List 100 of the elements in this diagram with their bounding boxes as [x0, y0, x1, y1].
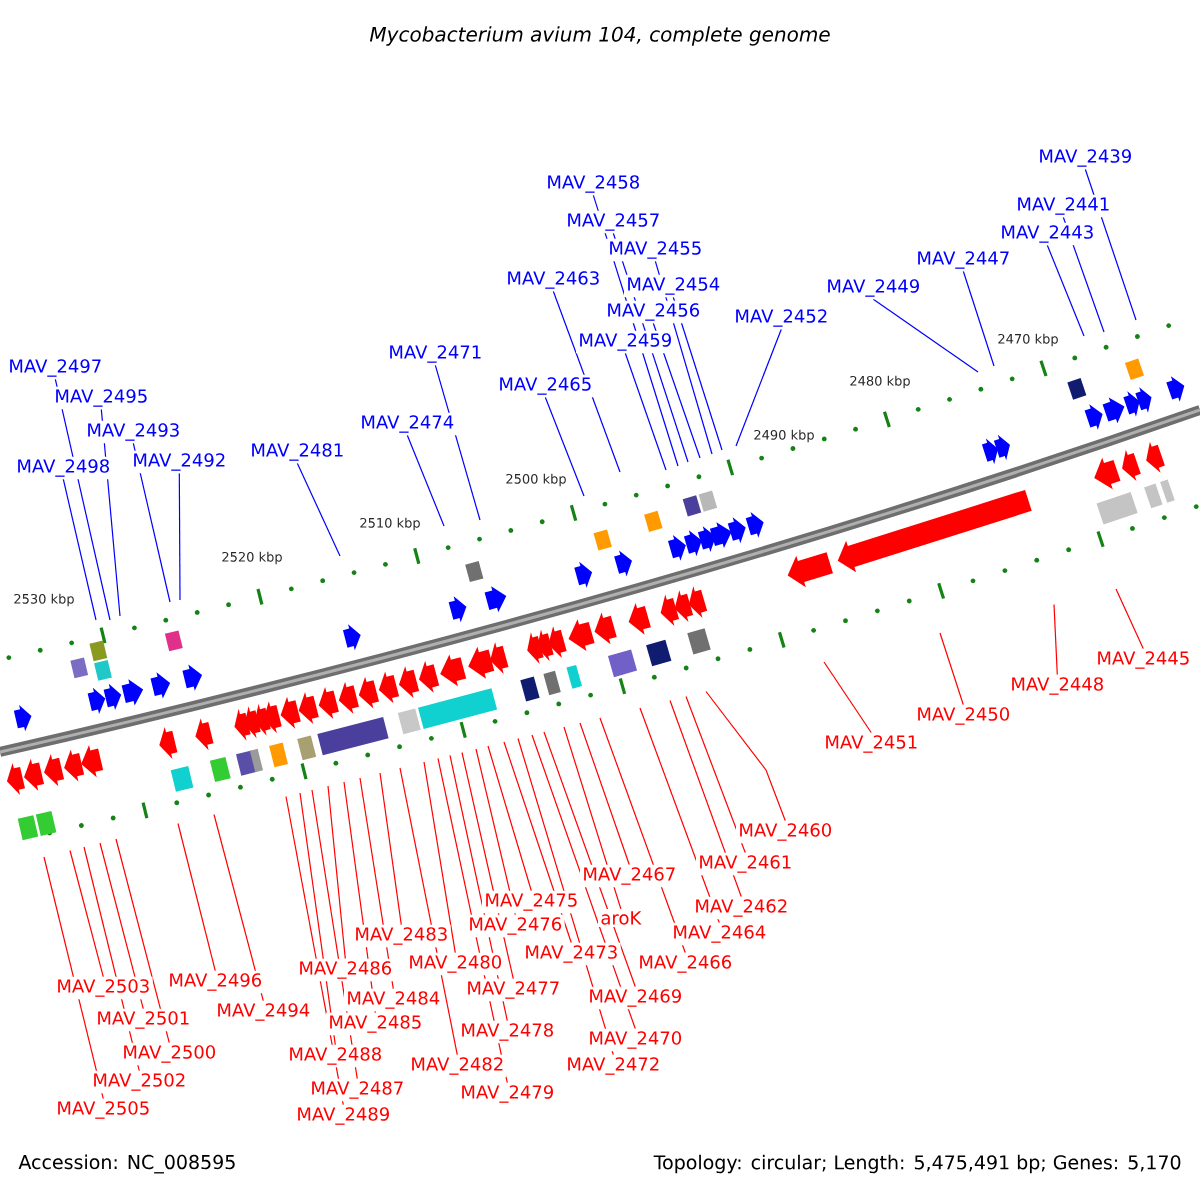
footer-text: Accession: NC_008595	[18, 1154, 235, 1174]
leader-line	[311, 789, 358, 1080]
gene-label: MAV_2495	[56, 389, 147, 407]
gene-label: MAV_2452	[736, 309, 827, 327]
leader-line	[437, 757, 508, 1084]
gene-label: MAV_2502	[94, 1073, 185, 1091]
gene-label: MAV_2505	[58, 1101, 149, 1119]
gene-label: MAV_2460	[740, 823, 832, 841]
leader-line	[503, 741, 572, 944]
leader-line	[552, 290, 621, 473]
leader-line	[487, 745, 532, 892]
leader-line	[1046, 244, 1085, 337]
gene-label: MAV_2448	[1012, 677, 1103, 695]
leader-line	[579, 722, 630, 866]
leader-line	[69, 849, 104, 978]
gene-label: MAV_2480	[410, 955, 502, 973]
gene-label: MAV_2492	[134, 453, 225, 471]
leader-line	[1062, 216, 1105, 333]
gene-label: MAV_2503	[58, 979, 149, 997]
leader-line	[178, 473, 181, 601]
leader-line	[132, 442, 171, 603]
leader-line	[54, 378, 111, 621]
leader-line	[115, 838, 170, 1044]
gene-label: MAV_2481	[252, 443, 343, 461]
leader-line	[423, 761, 456, 954]
leader-line	[735, 328, 782, 447]
gene-label: MAV_2501	[98, 1011, 189, 1029]
gene-label: MAV_2482	[412, 1057, 503, 1075]
gene-label: MAV_2476	[470, 917, 562, 935]
gene-label: MAV_2450	[918, 707, 1010, 725]
gene-label: MAV_2486	[300, 961, 392, 979]
leader-line	[100, 409, 121, 617]
gene-label: aroK	[601, 911, 642, 925]
leader-line	[672, 296, 723, 451]
leader-line	[1115, 588, 1144, 649]
gene-label: MAV_2461	[700, 855, 791, 873]
leader-line	[1084, 168, 1137, 321]
leader-line	[43, 856, 104, 1100]
leader-line	[434, 364, 481, 521]
gene-label: MAV_2463	[508, 271, 599, 289]
title: Mycobacterium avium 104, complete genome	[369, 26, 830, 46]
gene-label: MAV_2474	[362, 415, 454, 433]
leader-line	[517, 737, 614, 1056]
leader-line	[285, 795, 344, 1106]
gene-label: MAV_2487	[312, 1081, 403, 1099]
leader-line	[669, 699, 742, 898]
gene-label: MAV_2478	[462, 1023, 553, 1041]
leader-line	[654, 260, 713, 455]
leader-line	[399, 767, 458, 1056]
leader-line	[939, 632, 964, 705]
gene-label: MAV_2458	[548, 175, 639, 193]
gene-label: MAV_2494	[218, 1003, 310, 1021]
gene-label: MAV_2454	[628, 277, 720, 295]
leader-line	[624, 352, 667, 471]
gene-label: MAV_2473	[526, 945, 617, 963]
gene-label: MAV_2466	[640, 955, 732, 973]
leader-line	[685, 695, 746, 854]
leader-line	[359, 777, 394, 990]
leader-line	[962, 271, 995, 367]
leader-line	[62, 478, 97, 621]
gene-label: MAV_2477	[468, 981, 559, 999]
gene-label: MAV_2439	[1040, 149, 1131, 167]
gene-label: MAV_2457	[568, 213, 659, 231]
footer-text: Topology: circular; Length: 5,475,491 bp; Genes: 5,170	[653, 1154, 1181, 1174]
gene-label: MAV_2472	[568, 1057, 659, 1075]
leader-line	[543, 731, 636, 988]
gene-label: MAV_2456	[608, 303, 700, 321]
gene-label: MAV_2497	[10, 359, 101, 377]
leader-line	[531, 734, 636, 1030]
gene-label: MAV_2483	[356, 927, 447, 945]
leader-line	[639, 707, 720, 924]
gene-label: MAV_2459	[580, 333, 671, 351]
leader-line	[213, 813, 264, 1002]
leader-line	[299, 792, 336, 1046]
leader-line	[705, 690, 786, 822]
gene-label: MAV_2496	[170, 973, 262, 991]
leader-line	[1053, 603, 1058, 675]
gene-label: MAV_2451	[826, 735, 917, 753]
leader-line	[327, 785, 346, 959]
gene-label: MAV_2447	[918, 251, 1009, 269]
gene-label: MAV_2441	[1018, 197, 1109, 215]
gene-label: MAV_2455	[610, 241, 701, 259]
leader-line	[563, 726, 622, 910]
gene-label: MAV_2445	[1098, 651, 1189, 669]
leader-line	[544, 396, 585, 497]
leader-line	[592, 194, 679, 467]
gene-label: MAV_2471	[390, 345, 481, 363]
gene-label: MAV_2489	[298, 1107, 389, 1125]
gene-label: MAV_2475	[486, 893, 577, 911]
gene-label: MAV_2470	[590, 1031, 682, 1049]
gene-label: MAV_2464	[674, 925, 766, 943]
leader-line	[99, 842, 144, 1010]
leader-line	[406, 434, 445, 527]
leader-line	[823, 661, 872, 734]
gene-label: MAV_2484	[348, 991, 440, 1009]
leader-line	[872, 298, 979, 373]
leader-line	[612, 232, 689, 463]
gene-label: MAV_2493	[88, 423, 179, 441]
gene-label: MAV_2462	[696, 899, 787, 917]
gene-label: MAV_2443	[1002, 225, 1093, 243]
